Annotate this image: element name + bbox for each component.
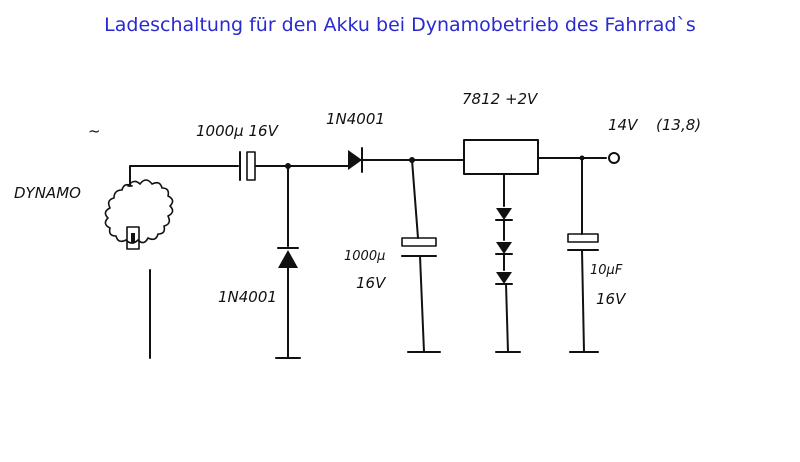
regulator-7812: [463, 139, 539, 175]
d2-label: 1N4001: [218, 288, 277, 306]
top-rail: [129, 157, 607, 187]
dynamo-symbol: [104, 179, 174, 250]
ac-symbol-label: ~: [88, 122, 101, 140]
c2-voltage-label: 16V: [356, 274, 387, 292]
page-title: Ladeschaltung für den Akku bei Dynamobet…: [104, 14, 696, 36]
diode-d1: [348, 147, 363, 173]
capacitor-c1: [239, 151, 256, 181]
d1-label: 1N4001: [326, 110, 385, 128]
c1-label: 1000µ 16V: [196, 122, 280, 140]
c3-voltage-label: 16V: [596, 290, 627, 308]
regulator-ground-diodes: [495, 173, 521, 353]
regulator-label: 7812 +2V: [462, 90, 539, 108]
output-terminal: [608, 152, 620, 164]
dynamo-label: DYNAMO: [14, 184, 81, 202]
output-voltage-label: 14V: [608, 116, 639, 134]
output-note-label: (13,8): [656, 116, 701, 134]
c2-value-label: 1000µ: [344, 249, 385, 264]
capacitor-c3: [567, 157, 599, 353]
c3-value-label: 10µF: [590, 263, 623, 278]
diode-d2: [275, 165, 301, 359]
capacitor-c2: [401, 159, 441, 353]
